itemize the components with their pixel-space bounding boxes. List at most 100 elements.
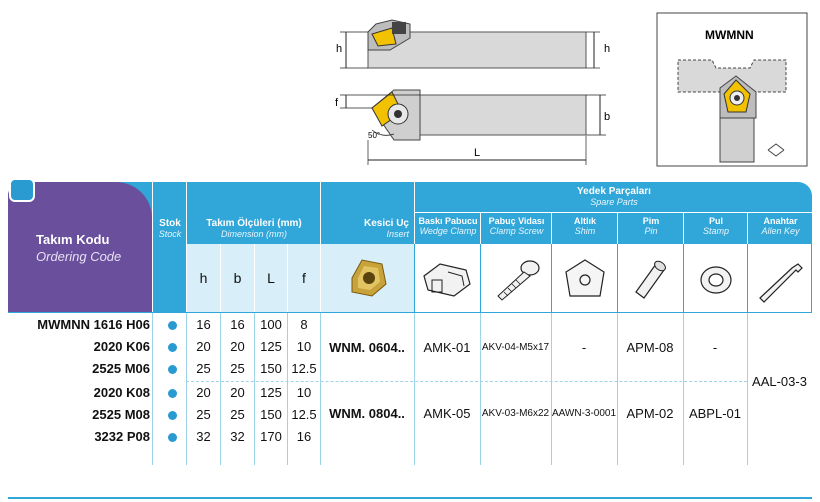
tool-side-view <box>367 19 587 69</box>
cell-f: 10 <box>296 339 312 354</box>
ordering-code-subtitle: Ordering Code <box>36 249 122 264</box>
shim-code: - <box>581 340 587 355</box>
table-row: 3232 P08 32 32 170 16 <box>8 429 320 447</box>
ordering-code-title: Takım Kodu <box>36 232 110 247</box>
pin-icon <box>635 260 666 299</box>
dim-col-L: L <box>267 270 275 286</box>
cell-h: 20 <box>196 339 211 354</box>
angle-label: 50° <box>368 131 380 140</box>
pin-code: APM-02 <box>626 406 674 421</box>
allen-key-icon <box>759 263 803 303</box>
spare-parts-title: Yedek Parçaları <box>577 186 651 197</box>
allen-key-subtitle: Allen Key <box>761 226 800 236</box>
cell-f: 8 <box>300 317 308 332</box>
stock-subtitle: Stock <box>158 229 182 239</box>
ordering-code-header: Takım Kodu Ordering Code <box>8 182 152 312</box>
clamp-screw-icon <box>497 260 540 301</box>
cell-L: 150 <box>260 407 282 422</box>
stock-dot <box>168 433 177 442</box>
pin-subtitle: Pin <box>644 226 658 236</box>
spare-col-shim: Altlık Shim <box>551 212 618 244</box>
dimension-header: Takım Ölçüleri (mm) Dimension (mm) <box>186 182 321 312</box>
cell-h: 25 <box>196 407 211 422</box>
table-row: 2525 M08 25 25 150 12.5 <box>8 407 320 425</box>
stamp-icon <box>700 266 732 294</box>
dim-h-left-label: h <box>336 43 342 55</box>
dim-col-h: h <box>199 270 208 286</box>
tool-top-view <box>371 89 587 141</box>
stamp-code: - <box>712 340 718 355</box>
stock-dot <box>168 343 177 352</box>
dimension-subtitle: Dimension (mm) <box>220 229 287 239</box>
insert-code: WNM. 0604.. <box>329 340 405 355</box>
stock-dot <box>168 365 177 374</box>
cell-f: 12.5 <box>291 407 317 422</box>
cell-L: 125 <box>260 385 282 400</box>
wedge-clamp-code: AMK-01 <box>423 340 471 355</box>
cell-h: 16 <box>196 317 211 332</box>
cell-L: 125 <box>260 339 282 354</box>
allen-key-code: AAL-03-3 <box>752 374 807 389</box>
clamp-screw-subtitle: Clamp Screw <box>489 226 544 236</box>
dimension-title: Takım Ölçüleri (mm) <box>206 218 302 229</box>
cell-L: 170 <box>260 429 282 444</box>
spare-col-stamp: Pul Stamp <box>683 212 748 244</box>
cell-f: 10 <box>296 385 312 400</box>
technical-drawing: h h f b 50° L MWMNN <box>335 12 808 167</box>
cell-h: 20 <box>196 385 211 400</box>
cell-b: 32 <box>230 429 245 444</box>
table-row: MWMNN 1616 H06 16 16 100 8 <box>8 317 320 335</box>
stock-dot <box>168 389 177 398</box>
clamp-screw-code: AKV-04-M5x17 <box>481 342 550 353</box>
cell-h: 32 <box>196 429 211 444</box>
row-code: 2525 M06 <box>92 361 150 376</box>
row-code: 2020 K06 <box>93 339 150 354</box>
insert-subtitle: Insert <box>386 229 409 239</box>
detail-title: MWMNN <box>705 28 754 42</box>
dim-b-label: b <box>604 111 610 123</box>
dim-col-b: b <box>233 270 242 286</box>
cell-f: 12.5 <box>291 361 317 376</box>
cell-b: 25 <box>230 407 245 422</box>
insert-image <box>351 259 387 297</box>
shim-subtitle: Shim <box>574 226 596 236</box>
shim-code: AAWN-3-0001 <box>551 408 617 419</box>
dim-col-f: f <box>302 270 306 286</box>
clamp-detail-box: MWMNN <box>656 12 808 167</box>
spare-parts-header: Yedek Parçaları Spare Parts <box>414 182 813 212</box>
allen-key-title: Anahtar <box>763 216 798 226</box>
table-row: 2020 K06 20 20 125 10 <box>8 339 320 357</box>
cell-L: 150 <box>260 361 282 376</box>
cell-h: 25 <box>196 361 211 376</box>
table-row: 2020 K08 20 20 125 10 <box>8 385 320 403</box>
row-code: 2525 M08 <box>92 407 150 422</box>
stock-title: Stok <box>159 218 181 229</box>
wedge-clamp-icon <box>423 263 471 297</box>
dim-L-label: L <box>474 147 480 159</box>
shim-title: Altlık <box>573 216 596 226</box>
spare-col-allen-key: Anahtar Allen Key <box>747 212 813 244</box>
pin-title: Pim <box>642 216 660 226</box>
row-code: 3232 P08 <box>94 429 150 444</box>
stamp-title: Pul <box>708 216 723 226</box>
group-row: WNM. 0804.. AMK-05 AKV-03-M6x22 AAWN-3-0… <box>320 406 747 424</box>
clamp-screw-code: AKV-03-M6x22 <box>481 408 550 419</box>
cell-b: 16 <box>230 317 245 332</box>
cell-L: 100 <box>260 317 282 332</box>
wedge-clamp-title: Baskı Pabucu <box>418 216 478 226</box>
cell-b: 25 <box>230 361 245 376</box>
wedge-clamp-code: AMK-05 <box>423 406 471 421</box>
table-row: 2525 M06 25 25 150 12.5 <box>8 361 320 379</box>
cell-f: 16 <box>296 429 312 444</box>
stock-dot <box>168 321 177 330</box>
row-code: 2020 K08 <box>93 385 150 400</box>
group-row: WNM. 0604.. AMK-01 AKV-04-M5x17 - APM-08… <box>320 340 747 358</box>
insert-header: Kesici Uç Insert <box>320 182 415 312</box>
stamp-code: ABPL-01 <box>688 406 742 421</box>
spare-col-wedge-clamp: Baskı Pabucu Wedge Clamp <box>414 212 481 244</box>
stock-header: Stok Stock <box>152 182 187 312</box>
pin-code: APM-08 <box>626 340 674 355</box>
corner-tab-icon <box>9 178 35 202</box>
shim-icon <box>565 259 605 297</box>
dim-h-right-label: h <box>604 43 610 55</box>
